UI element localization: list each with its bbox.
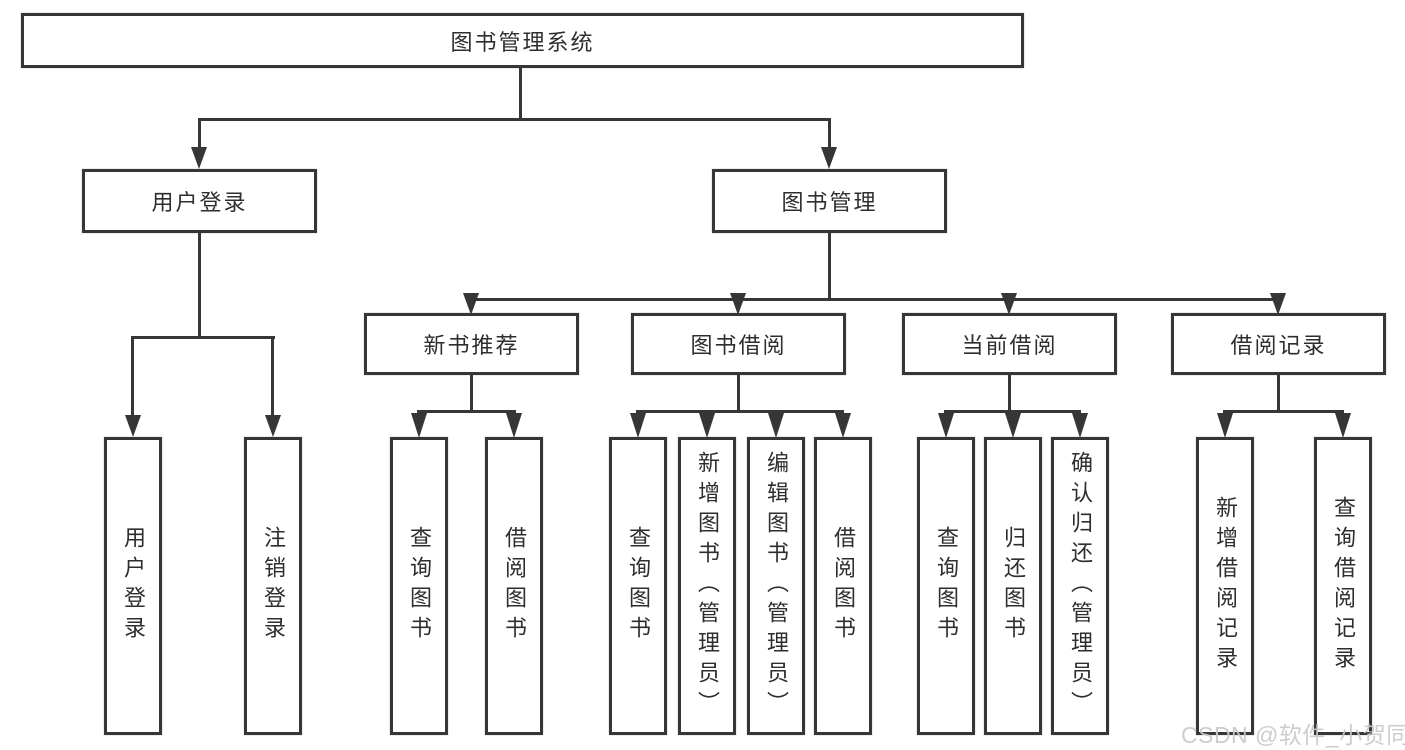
connector-borrowing-stem: [737, 373, 740, 412]
connector-drop-user-login: [198, 118, 201, 150]
node-new-book-recommend: 新书推荐: [364, 313, 579, 375]
connector-borrowing-bar: [636, 410, 844, 413]
arrow-down-icon: [699, 413, 715, 438]
node-current-borrowing: 当前借阅: [902, 313, 1117, 375]
connector-recommend-stem: [470, 373, 473, 412]
arrow-down-icon: [938, 413, 954, 438]
arrow-down-icon: [506, 413, 522, 438]
arrow-down-icon: [821, 147, 837, 169]
arrow-down-icon: [1270, 293, 1286, 315]
connector-drop-book-management: [828, 118, 831, 150]
connector-root-bar: [198, 118, 831, 121]
leaf-confirm-return-admin: 确认归还（管理员）: [1051, 437, 1109, 735]
leaf-edit-book-admin: 编辑图书（管理员）: [747, 437, 805, 735]
connector-drop-leaf-logout: [271, 336, 274, 418]
leaf-logout: 注销登录: [244, 437, 302, 735]
connector-recommend-bar: [417, 410, 516, 413]
csdn-watermark: CSDN @软件_小贺同学: [1181, 722, 1405, 748]
arrow-down-icon: [1072, 413, 1088, 438]
arrow-down-icon: [265, 415, 281, 437]
leaf-add-book-admin: 新增图书（管理员）: [678, 437, 736, 735]
connector-user-login-bar: [131, 336, 275, 339]
connector-current-bar: [944, 410, 1081, 413]
connector-book-management-stem: [828, 233, 831, 300]
arrow-down-icon: [1335, 413, 1351, 438]
node-book-management: 图书管理: [712, 169, 947, 233]
arrow-down-icon: [191, 147, 207, 169]
node-borrow-records: 借阅记录: [1171, 313, 1386, 375]
leaf-query-books-borrowing: 查询图书: [609, 437, 667, 735]
arrow-down-icon: [463, 293, 479, 315]
arrow-down-icon: [835, 413, 851, 438]
leaf-return-book: 归还图书: [984, 437, 1042, 735]
arrow-down-icon: [768, 413, 784, 438]
arrow-down-icon: [1001, 293, 1017, 315]
leaf-query-books-current: 查询图书: [917, 437, 975, 735]
arrow-down-icon: [730, 293, 746, 315]
node-book-borrowing: 图书借阅: [631, 313, 846, 375]
connector-drop-leaf-user-login: [131, 336, 134, 418]
leaf-user-login: 用户登录: [104, 437, 162, 735]
leaf-query-borrow-record: 查询借阅记录: [1314, 437, 1372, 735]
connector-root-stem: [519, 68, 522, 118]
connector-book-management-bar: [470, 298, 1280, 301]
arrow-down-icon: [1005, 413, 1021, 438]
leaf-borrow-books: 借阅图书: [814, 437, 872, 735]
leaf-add-borrow-record: 新增借阅记录: [1196, 437, 1254, 735]
connector-user-login-stem: [198, 233, 201, 337]
connector-records-bar: [1223, 410, 1344, 413]
arrow-down-icon: [1217, 413, 1233, 438]
connector-records-stem: [1277, 373, 1280, 412]
leaf-query-books-recommend: 查询图书: [390, 437, 448, 735]
node-user-login: 用户登录: [82, 169, 317, 233]
node-library-management-system: 图书管理系统: [21, 13, 1024, 68]
arrow-down-icon: [125, 415, 141, 437]
arrow-down-icon: [630, 413, 646, 438]
connector-current-stem: [1008, 373, 1011, 412]
leaf-borrow-books-recommend: 借阅图书: [485, 437, 543, 735]
arrow-down-icon: [411, 413, 427, 438]
